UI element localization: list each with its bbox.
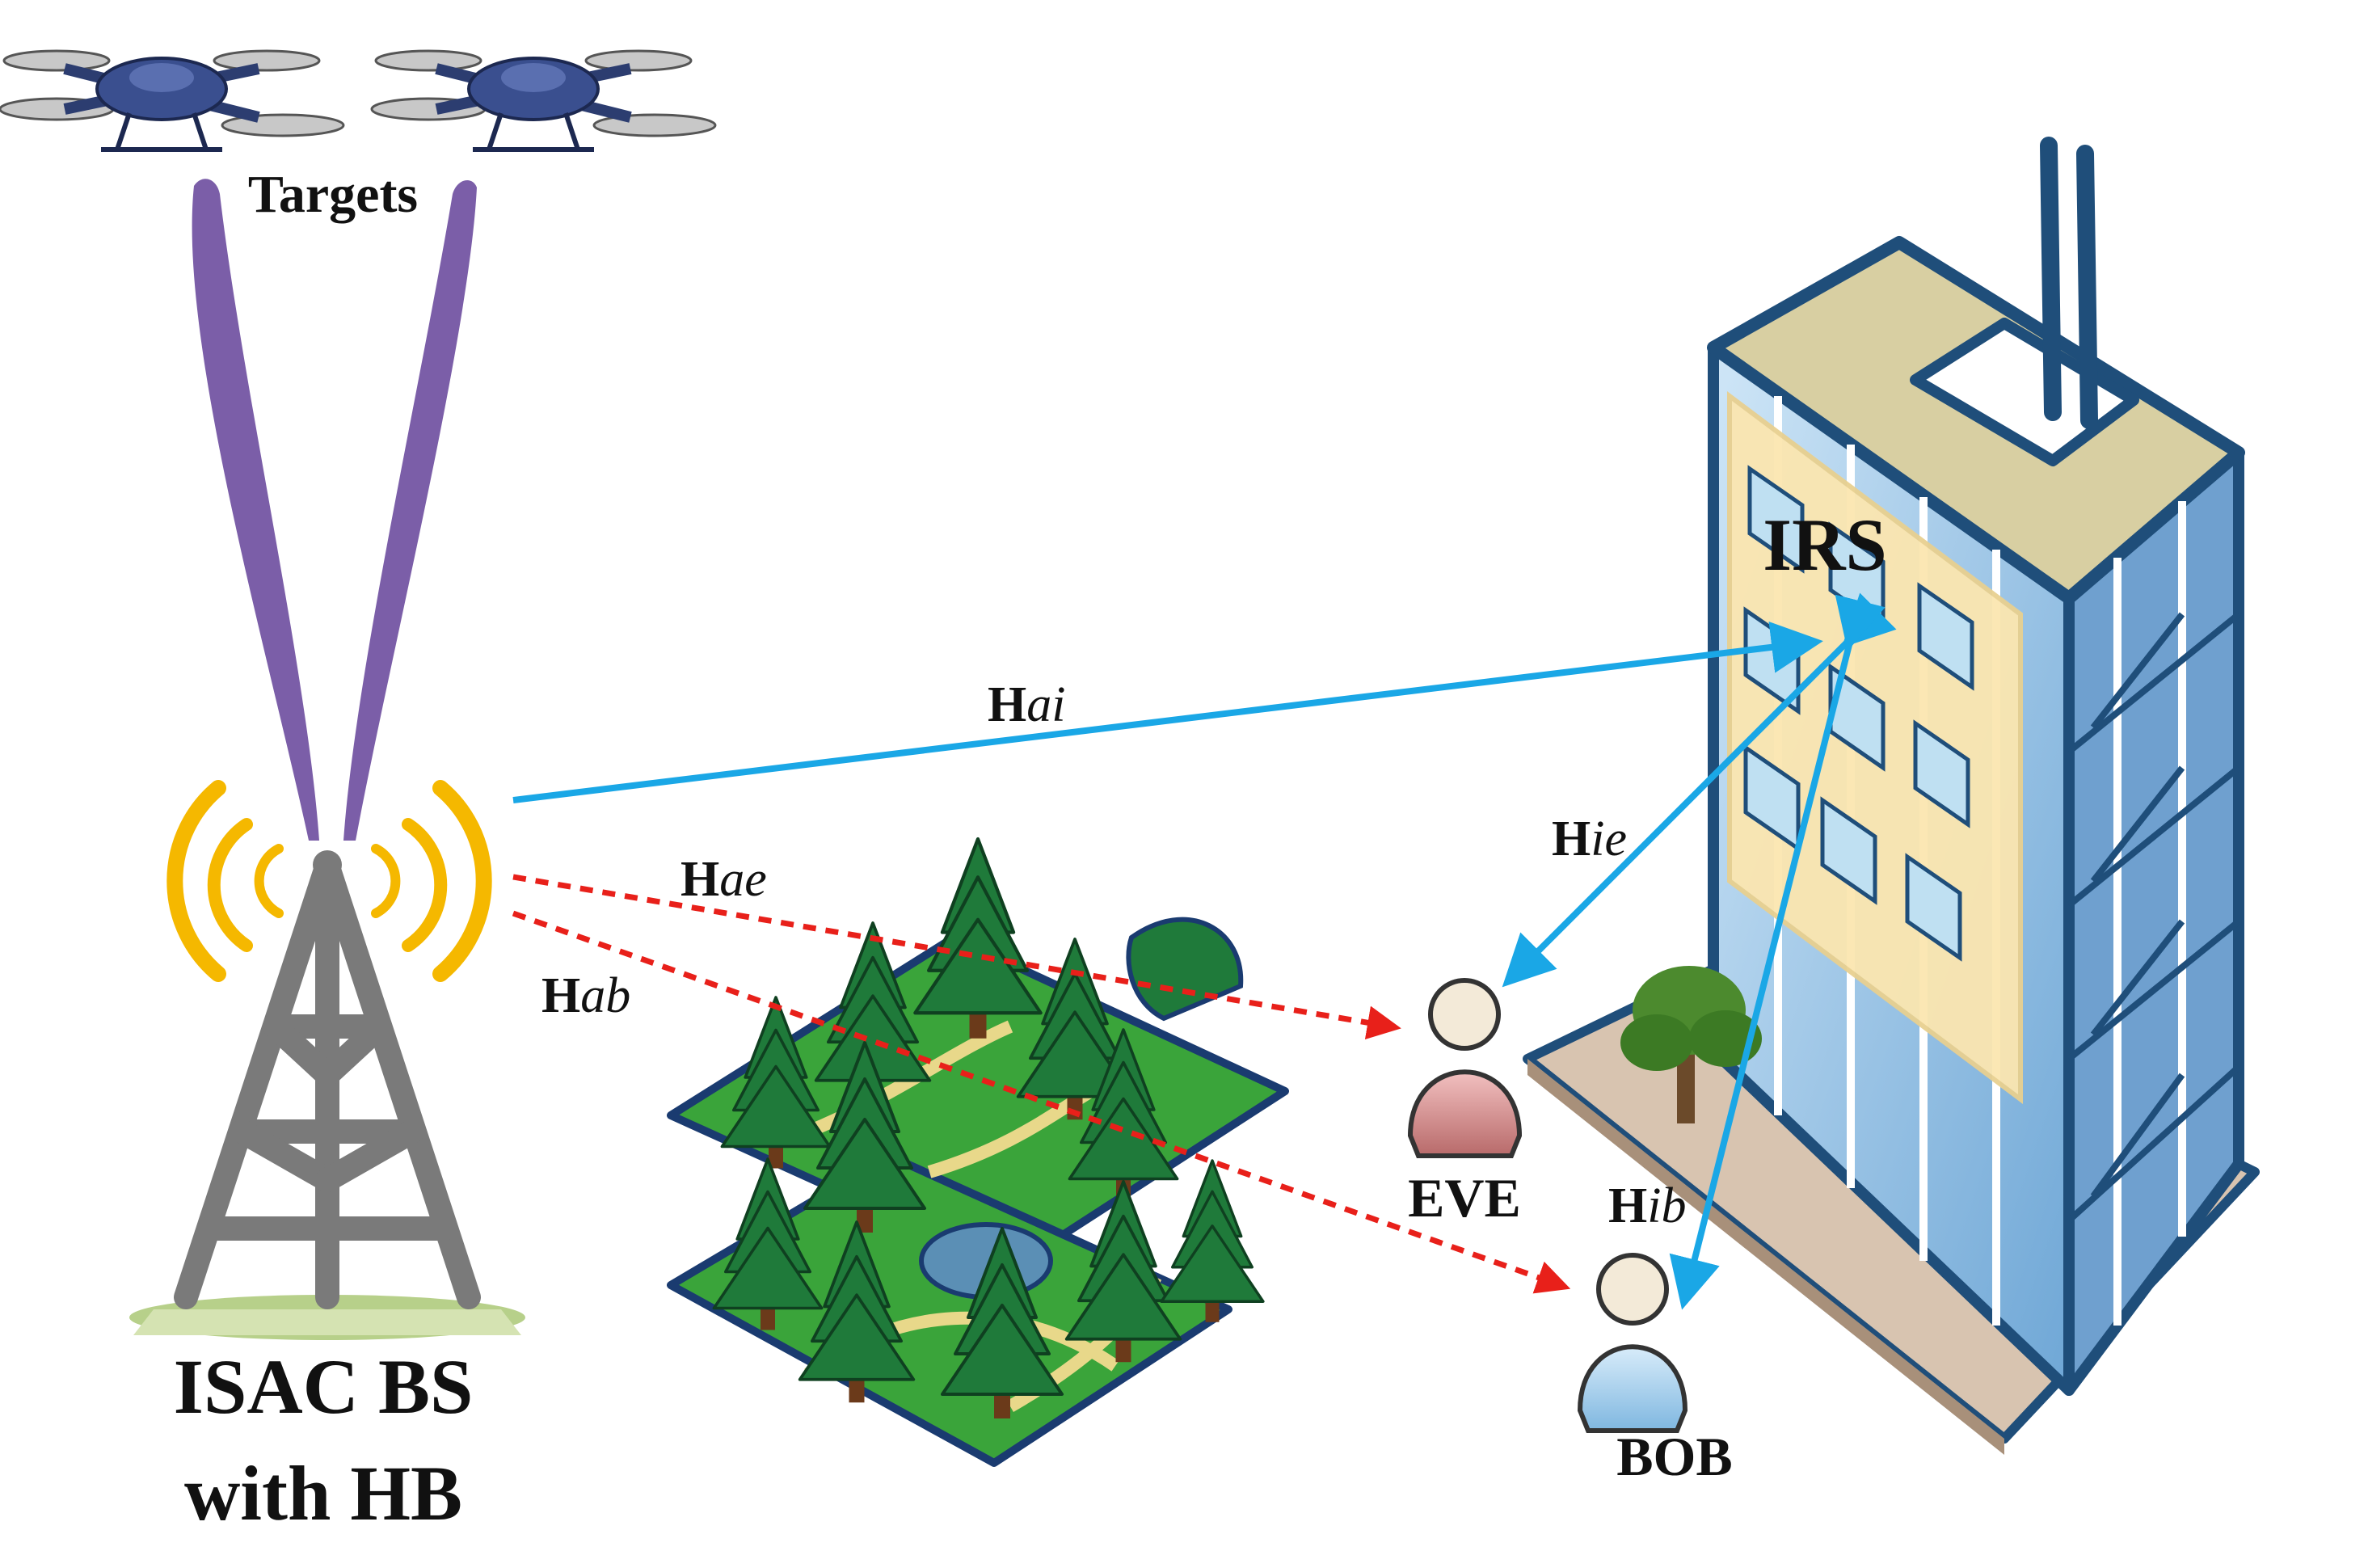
isac-bs-tower-icon: [129, 850, 525, 1340]
signal-waves-icon: [166, 780, 492, 982]
tree-icon: [1016, 938, 1134, 1120]
irs-label: IRS: [1763, 504, 1886, 586]
park-forest-icon: [667, 917, 1289, 1467]
drone-left-icon: [0, 49, 345, 152]
channel-label-ai: Hai: [988, 677, 1065, 732]
tree-icon: [712, 1157, 824, 1330]
link-h-ab: [512, 910, 1571, 1294]
tree-icon: [720, 996, 832, 1169]
tree-icon: [1064, 1180, 1182, 1363]
eve-user-icon: [1407, 978, 1523, 1158]
sensing-beam-left: [192, 179, 319, 841]
link-h-ib: [1669, 594, 1886, 1310]
tree-icon: [798, 1220, 916, 1403]
channel-label-ib: Hib: [1608, 1178, 1686, 1233]
bob-label: BOB: [1616, 1426, 1733, 1487]
tree-icon: [1068, 1028, 1179, 1201]
tree-icon: [913, 837, 1043, 1039]
drone-right-icon: [370, 49, 717, 152]
link-h-ai: [512, 622, 1823, 803]
eve-label: EVE: [1408, 1167, 1521, 1229]
channel-label-ie: Hie: [1552, 811, 1627, 866]
tree-icon: [803, 1041, 926, 1233]
link-h-ae: [512, 874, 1401, 1039]
tree-icon: [1160, 1159, 1265, 1322]
channel-label-ab: Hab: [541, 968, 630, 1023]
bs-label-line1: ISAC BS: [174, 1343, 474, 1430]
sensing-beam-right: [343, 179, 477, 841]
tree-icon: [814, 921, 932, 1104]
bob-user-icon: [1577, 1253, 1688, 1433]
bs-label-line2: with HB: [184, 1450, 462, 1536]
channel-label-ae: Hae: [680, 852, 767, 907]
targets-label: Targets: [248, 165, 418, 224]
tree-icon: [941, 1227, 1064, 1418]
trees-group: [712, 837, 1265, 1418]
